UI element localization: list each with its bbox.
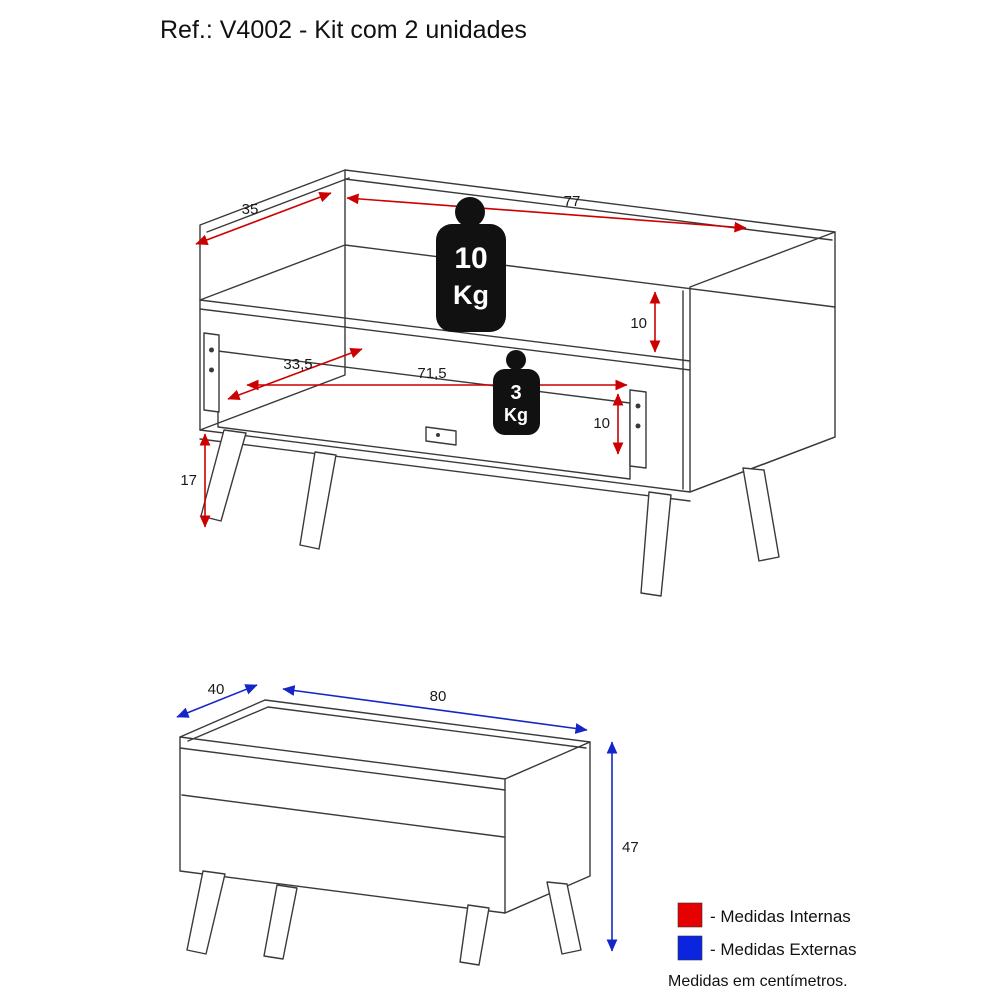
legend: - Medidas Internas - Medidas Externas Me…: [668, 902, 856, 990]
bottom-view-furniture: [179, 699, 591, 966]
dimension-label: 35: [242, 201, 259, 218]
dimension-depth: 40: [176, 681, 258, 718]
right-side-panel: [504, 741, 591, 914]
dimension-label: 40: [208, 681, 225, 698]
weight-badge-shelf: 10 Kg: [436, 197, 506, 332]
dimension-arrow: [282, 685, 588, 734]
dimension-top-width: 77: [346, 193, 747, 233]
front-left-leg: [200, 429, 247, 522]
left-side-panel: [199, 169, 346, 431]
weight-unit: Kg: [453, 280, 489, 310]
weight-badge-body: [493, 369, 540, 435]
front-right-leg: [459, 904, 490, 966]
dimension-label: 80: [430, 688, 447, 705]
bottom-view-diagram: 40 80 47: [176, 681, 639, 966]
dimension-inner-width: 71,5: [246, 365, 628, 391]
back-panel-top-edge: [344, 169, 836, 233]
back-left-leg: [263, 884, 298, 960]
right-hinge-screw: [635, 403, 641, 409]
left-panel-thickness-line: [206, 177, 350, 233]
right-hinge: [629, 389, 647, 469]
top-view-dimensions: 35 77 10 33,5 71,5 10: [180, 191, 747, 528]
door-latch: [425, 426, 457, 446]
shelf-back-edges: [199, 244, 836, 308]
shelf-front-edge: [199, 299, 691, 362]
bottom-view-dimensions: 40 80 47: [176, 681, 639, 952]
dimension-side-depth: 35: [195, 191, 332, 246]
shelf-thickness-line: [199, 308, 691, 371]
back-right-leg: [742, 467, 780, 562]
internal-color-swatch: [677, 902, 703, 928]
top-view-furniture: [199, 169, 836, 597]
top-thickness-line: [179, 747, 506, 791]
left-hinge-screw: [209, 367, 214, 373]
dimension-inner-diagonal: 33,5: [227, 347, 363, 401]
weight-unit: Kg: [504, 405, 528, 425]
dimension-arrow: [346, 193, 747, 233]
dimension-arrow: [227, 347, 363, 401]
weight-badge-handle: [455, 197, 485, 227]
right-hinge-screw: [635, 423, 641, 429]
bottom-front-edge: [199, 429, 836, 493]
dimension-label: 47: [622, 839, 639, 856]
weight-value: 10: [454, 242, 487, 275]
bottom-thickness-line: [199, 438, 691, 502]
dimension-label: 10: [630, 315, 647, 332]
dimension-width: 80: [282, 685, 588, 734]
back-right-leg: [546, 881, 582, 955]
legend-units-note: Medidas em centímetros.: [668, 973, 848, 990]
back-left-leg: [299, 451, 337, 550]
back-panel-thickness-line: [344, 178, 833, 241]
dimension-arrow: [176, 684, 258, 718]
internal-legend-label: - Medidas Internas: [710, 907, 851, 926]
top-surface: [179, 699, 591, 780]
weight-badge-handle: [506, 350, 526, 370]
dimension-label: 71,5: [417, 365, 446, 382]
page-title: Ref.: V4002 - Kit com 2 unidades: [160, 16, 527, 44]
dimension-label: 17: [180, 472, 197, 489]
weight-value: 3: [510, 382, 521, 404]
front-right-leg: [640, 491, 672, 597]
dimension-label: 10: [593, 415, 610, 432]
weight-badge-body: [436, 224, 506, 332]
door-latch-screw: [436, 433, 440, 437]
left-hinge-screw: [209, 347, 214, 353]
front-left-leg: [186, 870, 226, 955]
front-face: [179, 736, 506, 914]
dimension-arrow: [195, 191, 332, 246]
drawer-seam: [181, 794, 505, 838]
top-view-diagram: 35 77 10 33,5 71,5 10: [180, 169, 836, 597]
dimension-shelf-gap: 10: [630, 291, 661, 353]
dimension-label: 77: [564, 193, 581, 210]
external-color-swatch: [677, 935, 703, 961]
weight-badge-lower: 3 Kg: [493, 350, 540, 435]
dimension-label: 33,5: [283, 356, 312, 373]
top-rim-inner-line: [187, 706, 587, 749]
dimension-door-gap: 10: [593, 393, 624, 455]
dimension-height: 47: [606, 741, 639, 952]
dimension-leg-height: 17: [180, 433, 211, 528]
right-side-panel: [689, 231, 836, 493]
external-legend-label: - Medidas Externas: [710, 940, 856, 959]
